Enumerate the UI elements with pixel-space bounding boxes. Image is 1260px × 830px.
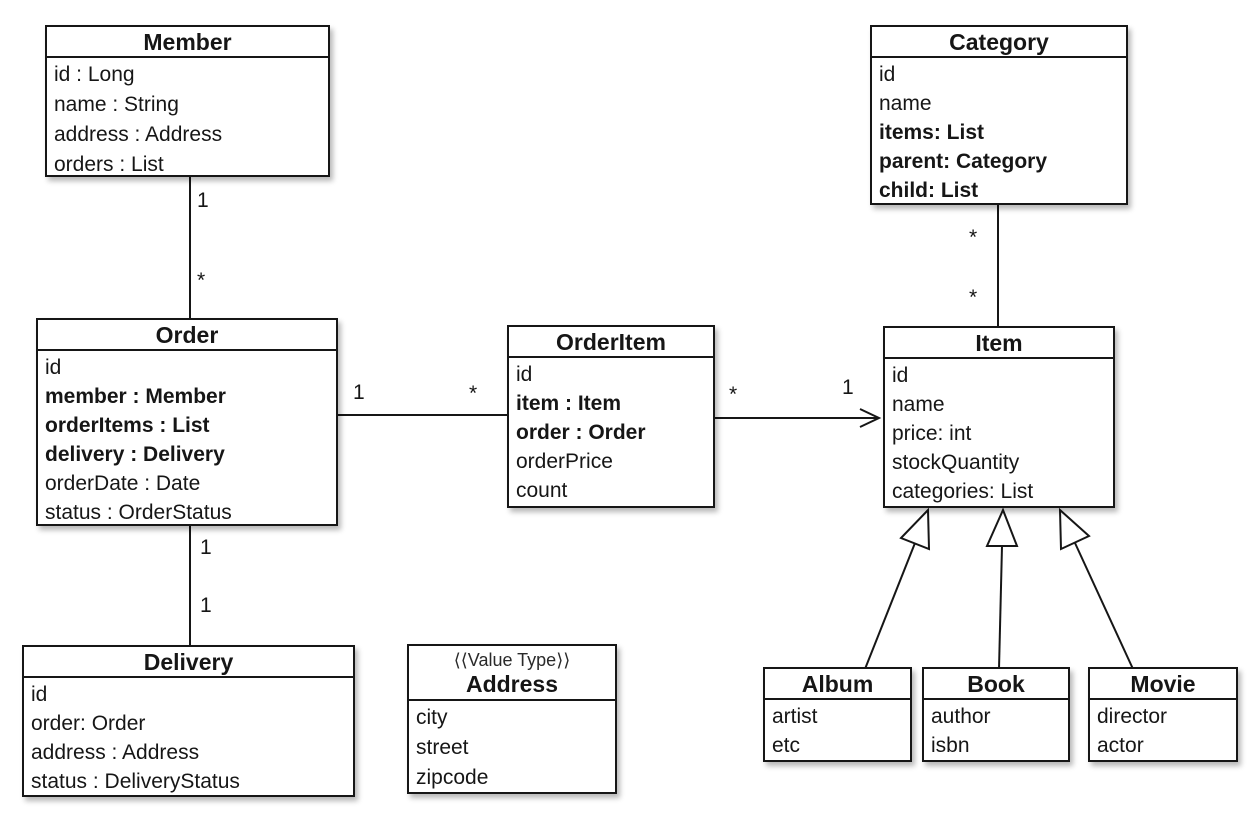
attribute: orderPrice [516, 450, 613, 473]
attribute: address : Address [31, 741, 200, 764]
attribute: id [892, 364, 909, 387]
attribute: items: List [879, 121, 985, 144]
class-item: Item id name price: int stockQuantity ca… [883, 326, 1115, 508]
attribute: city [416, 706, 448, 729]
album-generalization-triangle [899, 507, 931, 551]
attribute: artist [772, 705, 818, 728]
class-delivery-attributes: id order: Order address : Address status… [24, 678, 353, 796]
attribute: order: Order [31, 712, 146, 735]
class-item-attributes: id name price: int stockQuantity categor… [885, 359, 1113, 506]
attribute: orderItems : List [45, 414, 210, 437]
attribute: orderDate : Date [45, 472, 201, 495]
multiplicity-order-end-of-delivery: 1 [200, 536, 212, 559]
class-orderitem-title: OrderItem [509, 327, 713, 358]
multiplicity-orderitem-end-of-order: * [469, 382, 478, 405]
attribute: status : DeliveryStatus [31, 770, 240, 793]
attribute: id [45, 356, 62, 379]
attribute: isbn [931, 734, 970, 757]
class-delivery: Delivery id order: Order address : Addre… [22, 645, 355, 797]
attribute: street [416, 736, 469, 759]
multiplicity-orderitem-end-of-item: * [729, 383, 738, 406]
class-item-title: Item [885, 328, 1113, 359]
book-generalization-triangle [985, 507, 1019, 547]
orderitem-item-open-arrowhead [859, 408, 882, 428]
class-member-attributes: id : Long name : String address : Addres… [47, 58, 328, 180]
attribute: status : OrderStatus [45, 501, 232, 524]
attribute: child: List [879, 179, 979, 202]
attribute: id [31, 683, 48, 706]
class-album-attributes: artist etc [765, 700, 910, 760]
class-order-attributes: id member : Member orderItems : List del… [38, 351, 336, 527]
class-category-attributes: id name items: List parent: Category chi… [872, 58, 1126, 205]
book-item-generalization-line [998, 545, 1003, 670]
attribute: member : Member [45, 385, 226, 408]
multiplicity-category-end: * [969, 226, 978, 249]
multiplicity-item-end-of-category: * [969, 286, 978, 309]
multiplicity-item-end-of-orderitem: 1 [842, 376, 854, 399]
class-delivery-title: Delivery [24, 647, 353, 678]
attribute: categories: List [892, 480, 1034, 503]
attribute: name [892, 393, 945, 416]
class-book-attributes: author isbn [924, 700, 1068, 760]
attribute: author [931, 705, 991, 728]
class-album: Album artist etc [763, 667, 912, 762]
attribute: delivery : Delivery [45, 443, 225, 466]
multiplicity-delivery-end: 1 [200, 594, 212, 617]
multiplicity-order-end-of-member: * [197, 269, 206, 292]
class-member: Member id : Long name : String address :… [45, 25, 330, 177]
class-movie: Movie director actor [1088, 667, 1238, 762]
class-address-attributes: city street zipcode [409, 701, 615, 793]
attribute: order : Order [516, 421, 646, 444]
attribute: id : Long [54, 63, 135, 86]
class-order: Order id member : Member orderItems : Li… [36, 318, 338, 526]
class-orderitem: OrderItem id item : Item order : Order o… [507, 325, 715, 508]
attribute: etc [772, 734, 801, 757]
class-movie-attributes: director actor [1090, 700, 1236, 760]
movie-generalization-triangle [1058, 507, 1091, 551]
class-album-title: Album [765, 669, 910, 700]
attribute: count [516, 479, 568, 502]
attribute: price: int [892, 422, 972, 445]
class-orderitem-attributes: id item : Item order : Order orderPrice … [509, 358, 713, 505]
class-address-header: ⟨⟨Value Type⟩⟩ Address [409, 646, 615, 701]
class-book-title: Book [924, 669, 1068, 700]
album-item-generalization-line [864, 542, 916, 670]
movie-item-generalization-line [1074, 542, 1134, 670]
attribute: name [879, 92, 932, 115]
class-address-stereotype: ⟨⟨Value Type⟩⟩ [453, 650, 571, 670]
multiplicity-member-end: 1 [197, 189, 209, 212]
attribute: parent: Category [879, 150, 1048, 173]
class-address: ⟨⟨Value Type⟩⟩ Address city street zipco… [407, 644, 617, 794]
class-book: Book author isbn [922, 667, 1070, 762]
class-order-title: Order [38, 320, 336, 351]
attribute: name : String [54, 93, 179, 116]
attribute: stockQuantity [892, 451, 1020, 474]
attribute: id [879, 63, 896, 86]
class-category-title: Category [872, 27, 1126, 58]
attribute: item : Item [516, 392, 622, 415]
attribute: director [1097, 705, 1168, 728]
multiplicity-order-end-of-orderitem: 1 [353, 381, 365, 404]
class-member-title: Member [47, 27, 328, 58]
class-category: Category id name items: List parent: Cat… [870, 25, 1128, 205]
attribute: orders : List [54, 153, 164, 176]
attribute: address : Address [54, 123, 223, 146]
attribute: zipcode [416, 766, 489, 789]
class-address-title: Address [465, 671, 559, 697]
class-movie-title: Movie [1090, 669, 1236, 700]
attribute: id [516, 363, 533, 386]
attribute: actor [1097, 734, 1144, 757]
